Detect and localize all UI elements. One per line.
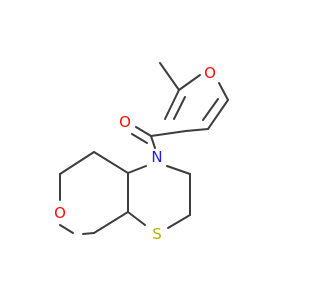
bond-c4-c5: [207, 99, 229, 130]
bond-c4-c5-inner: [202, 98, 219, 121]
bond-c5-o: [218, 82, 229, 101]
molecule-structure: O O O N S: [54, 62, 229, 243]
bond-c8a-n: [127, 165, 147, 174]
sulfur-label: S: [152, 225, 162, 243]
bond-o-c2: [178, 74, 201, 91]
molecule-canvas: O O O N S: [54, 62, 229, 243]
bond-c8-c7: [59, 151, 95, 175]
bond-c8a-c8: [93, 151, 129, 174]
bond-o-c5: [82, 232, 95, 235]
bond-c3-s: [167, 214, 191, 229]
pyran-oxygen-label: O: [54, 204, 66, 222]
bond-carbonyl-double-b: [131, 133, 148, 144]
bond-c3-c4: [185, 128, 209, 132]
bond-c5-c4a: [93, 211, 129, 234]
bond-s-c4a: [127, 211, 146, 226]
bond-set: [59, 62, 229, 235]
bond-c3-carbonyl: [150, 130, 187, 137]
bond-carbonyl-double-a: [135, 126, 152, 137]
bond-c2-c3-inner: [173, 96, 186, 120]
bond-c6-o: [59, 224, 74, 234]
furan-oxygen-label: O: [204, 64, 216, 82]
bond-c2-c3: [164, 89, 180, 120]
bond-carbonyl-n: [150, 135, 156, 149]
bond-c2-methyl: [159, 62, 180, 91]
carbonyl-oxygen-label: O: [119, 113, 131, 131]
nitrogen-label: N: [151, 148, 162, 166]
bond-n-c2: [166, 165, 191, 175]
